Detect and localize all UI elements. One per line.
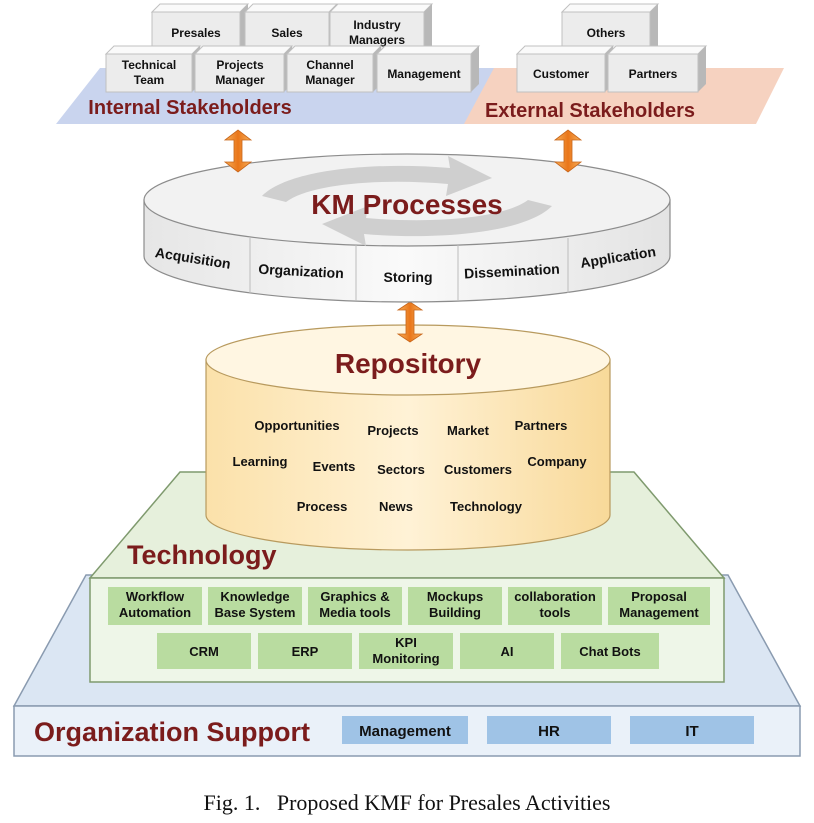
repo-item-events: Events <box>313 459 356 474</box>
org-item-it: IT <box>685 723 698 740</box>
tech-crm: CRM <box>189 644 219 659</box>
svg-text:Presales: Presales <box>171 26 221 40</box>
repo-item-company: Company <box>527 454 587 469</box>
internal-stakeholders-group: Internal Stakeholders Presales Sales Ind… <box>56 3 503 124</box>
repository-cylinder: Repository Opportunities Projects Market… <box>205 324 611 551</box>
repo-item-process: Process <box>297 499 348 514</box>
km-processes-disk: KM Processes Acquisition Organization St… <box>143 153 671 303</box>
repo-item-opportunities: Opportunities <box>254 418 339 433</box>
repository-title: Repository <box>335 348 482 379</box>
double-arrow-icon <box>553 129 583 173</box>
km-step-storing: Storing <box>384 269 433 285</box>
stakeholder-box-partners: Partners <box>606 45 708 93</box>
tech-graphics-media: Graphics &Media tools <box>319 589 391 620</box>
stakeholder-box-customer: Customer <box>515 45 615 93</box>
tech-erp: ERP <box>292 644 319 659</box>
org-item-management: Management <box>359 723 451 740</box>
repo-item-partners: Partners <box>515 418 568 433</box>
repo-item-technology: Technology <box>450 499 523 514</box>
figure-caption: Fig. 1. Proposed KMF for Presales Activi… <box>203 790 611 815</box>
double-arrow-icon <box>396 301 424 343</box>
repo-item-customers: Customers <box>444 462 512 477</box>
stakeholder-box-management: Management <box>375 45 481 93</box>
svg-text:Sales: Sales <box>271 26 303 40</box>
cycle-arrows-icon <box>262 156 552 246</box>
svg-text:Partners: Partners <box>629 67 678 81</box>
km-step-dissemination: Dissemination <box>464 261 560 282</box>
external-stakeholders-title: External Stakeholders <box>485 100 695 122</box>
technology-title: Technology <box>127 540 277 570</box>
repo-item-projects: Projects <box>367 423 418 438</box>
repo-item-learning: Learning <box>233 454 288 469</box>
repo-item-market: Market <box>447 423 490 438</box>
repo-item-news: News <box>379 499 413 514</box>
km-step-organization: Organization <box>258 261 344 281</box>
svg-text:Management: Management <box>387 67 460 81</box>
tech-chat-bots: Chat Bots <box>579 644 640 659</box>
double-arrow-icon <box>223 129 253 173</box>
external-stakeholders-group: External Stakeholders Others Customer Pa… <box>464 3 784 124</box>
svg-text:Customer: Customer <box>533 67 589 81</box>
organization-support-title: Organization Support <box>34 717 310 747</box>
internal-stakeholders-title: Internal Stakeholders <box>88 97 291 119</box>
svg-text:Others: Others <box>587 26 626 40</box>
repo-item-sectors: Sectors <box>377 462 425 477</box>
km-processes-title: KM Processes <box>311 189 502 220</box>
tech-ai: AI <box>501 644 514 659</box>
org-item-hr: HR <box>538 723 560 740</box>
